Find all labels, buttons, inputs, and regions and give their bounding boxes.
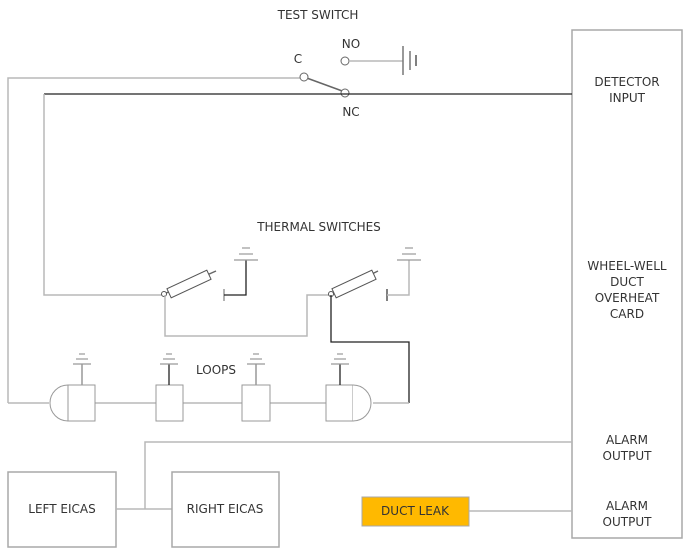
right-eicas-label: RIGHT EICAS	[187, 502, 264, 516]
terminal-c	[299, 72, 309, 82]
right-eicas-box	[171, 471, 280, 548]
wire-eicas-to-alarm-output-1	[144, 441, 572, 509]
detector-input-label-line1: DETECTOR	[594, 75, 659, 89]
card-title-line4: CARD	[610, 307, 644, 321]
loop-connector-4	[325, 353, 372, 422]
alarm-output-2-line1: ALARM	[606, 499, 648, 513]
detector-input-label-line2: INPUT	[609, 91, 646, 105]
thermal-switch-1-contact-wire	[224, 260, 247, 296]
test-switch-title: TEST SWITCH	[277, 8, 359, 22]
thermal-switch-2-body	[331, 269, 377, 299]
loop-connector-2	[155, 353, 184, 422]
thermal-switch-2	[328, 247, 421, 403]
left-eicas-box	[7, 471, 117, 548]
thermal-switch-1	[161, 247, 331, 337]
card-title-line2: DUCT	[610, 275, 644, 289]
wire-thermal-1-to-thermal-2	[164, 294, 331, 337]
test-switch	[7, 46, 572, 403]
thermal-switches-label: THERMAL SWITCHES	[256, 220, 381, 234]
alarm-output-2-line2: OUTPUT	[603, 515, 653, 529]
loop-connector-1	[49, 353, 96, 422]
loop-connector-3	[241, 353, 271, 422]
alarm-output-1-line1: ALARM	[606, 433, 648, 447]
test-switch-no-label: NO	[342, 37, 360, 51]
card-title-line1: WHEEL-WELL	[587, 259, 667, 273]
overheat-card-box	[571, 29, 683, 539]
switch-arm	[303, 76, 346, 93]
thermal-switch-1-body	[166, 269, 212, 299]
ground-icon	[331, 353, 349, 365]
ground-icon	[160, 353, 178, 365]
ground-icon	[397, 247, 421, 261]
left-eicas-label: LEFT EICAS	[28, 502, 95, 516]
card-title-line3: OVERHEAT	[595, 291, 660, 305]
wire-thermal-2-to-loop	[330, 295, 410, 403]
ground-icon	[73, 353, 91, 365]
test-switch-nc-label: NC	[342, 105, 359, 119]
test-switch-c-label: C	[294, 52, 302, 66]
thermal-switch-2-contact-wire	[387, 260, 410, 296]
ground-icon	[247, 353, 265, 365]
alarm-output-1-line2: OUTPUT	[603, 449, 653, 463]
terminal-no	[340, 56, 350, 66]
battery-icon	[402, 46, 417, 75]
loops-label: LOOPS	[196, 363, 236, 377]
terminal-nc	[340, 88, 350, 98]
wire-detector-to-thermal-1	[43, 94, 162, 296]
duct-leak-label: DUCT LEAK	[381, 504, 450, 518]
wire-c-to-loop	[7, 77, 300, 403]
ground-icon	[234, 247, 258, 261]
